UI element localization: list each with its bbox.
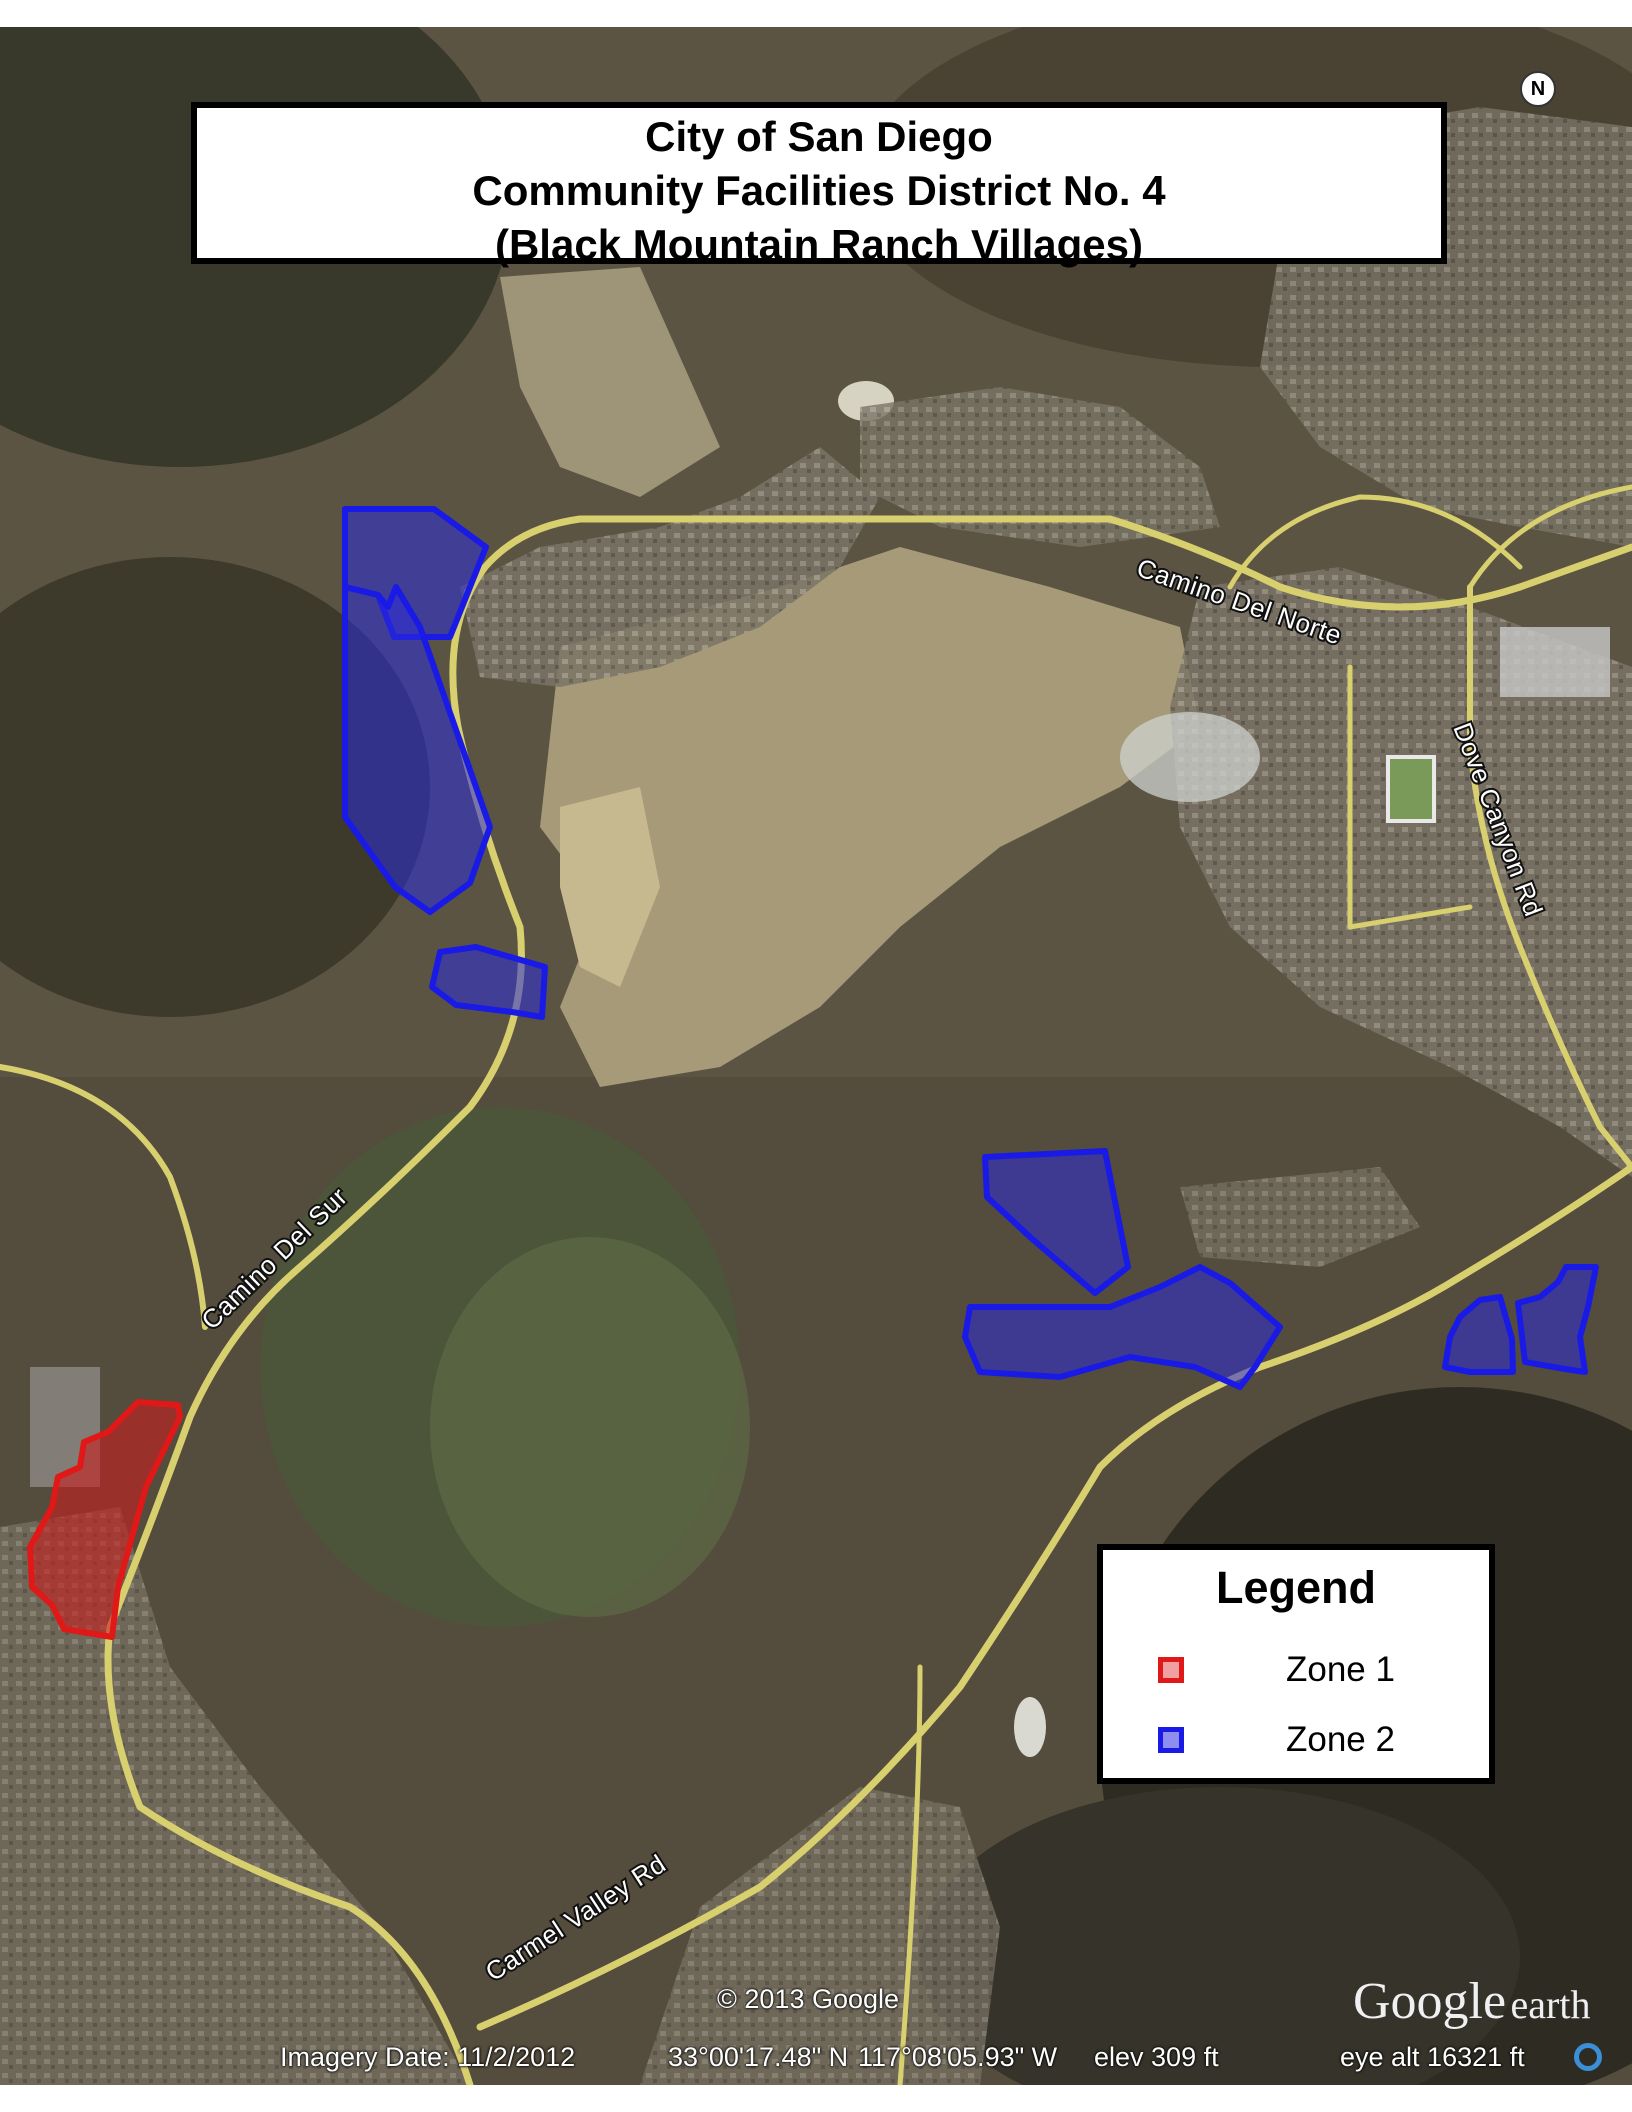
graded-land-north [500,267,720,497]
zone-2-parcel-north-main [342,584,493,915]
school-campus [1120,712,1260,802]
title-line-3: (Black Mountain Ranch Villages) [494,221,1144,268]
copyright-watermark: © 2013 Google [717,1984,900,2014]
commercial-buildings [1500,627,1610,697]
north-arrow-icon[interactable]: N [1520,71,1556,107]
road-network [0,484,1632,2085]
zone-1-swatch [1158,1657,1184,1683]
legend-title: Legend [1215,1562,1376,1613]
water-tank [1014,1697,1046,1757]
hill-west [0,557,430,1017]
zone-2-parcel-east-left [1442,1294,1516,1375]
legend-label-zone-2: Zone 2 [1286,1720,1395,1759]
road-camino-del-norte [481,515,1632,611]
longitude-readout: 117°08'05.93" W [858,2042,1058,2072]
legend: Legend Zone 1 Zone 2 [1097,1544,1495,1784]
residential-south [640,1787,1000,2085]
graded-pads [560,787,660,987]
zone-2-parcel-north-small [429,944,548,1020]
legend-item-zone-1: Zone 1 [1158,1650,1478,1696]
zone-2-swatch [1158,1727,1184,1753]
residential-north [460,447,880,687]
map-view[interactable]: Camino Del Norte Dove Canyon Rd Camino D… [0,27,1632,2085]
map-title-box: City of San Diego Community Facilities D… [191,102,1447,268]
title-line-2: Community Facilities District No. 4 [472,167,1166,214]
logo-earth: earth [1510,1982,1591,2027]
title-line-1: City of San Diego [645,113,993,160]
athletic-field [1386,755,1436,823]
road-west-connector [0,1064,208,1330]
logo-google: Google [1353,1973,1507,2030]
zone-2-parcels[interactable] [342,506,1599,1390]
road-ne-connector [1467,484,1632,590]
status-bar: Imagery Date: 11/2/2012 33°00'17.48" N 1… [0,2030,1632,2085]
legend-item-zone-2: Zone 2 [1158,1720,1478,1766]
road-loop-east [1347,664,1473,930]
residential-east [1170,567,1632,1177]
latitude-readout: 33°00'17.48" N [668,2042,849,2072]
navigation-ring-icon[interactable] [1574,2043,1602,2071]
google-earth-logo: Google earth [1353,1972,1591,2031]
eye-altitude-readout: eye alt 16321 ft [1340,2042,1525,2072]
zone-2-parcel-east-right [1515,1264,1599,1375]
elevation-readout: elev 309 ft [1094,2042,1219,2072]
zone-1-parcel[interactable] [27,1399,183,1640]
golf-course [430,1237,750,1617]
north-label: N [1530,78,1546,100]
road-carmel-valley [476,1163,1632,2031]
road-south-branch [897,1664,923,2085]
imagery-date: Imagery Date: 11/2/2012 [280,2042,576,2072]
legend-label-zone-1: Zone 1 [1286,1650,1395,1689]
zone-2-parcel-central-upper [982,1148,1131,1296]
road-dove-canyon [1466,584,1632,1170]
graded-land [540,547,1200,1087]
zone-2-parcel-central-lower [962,1264,1283,1390]
hill-south [920,1787,1520,2085]
residential-central [860,387,1220,547]
residential-midwest [1180,1167,1420,1267]
road-camino-del-norte-loop [1227,494,1523,590]
residential-southwest [0,1507,470,2085]
